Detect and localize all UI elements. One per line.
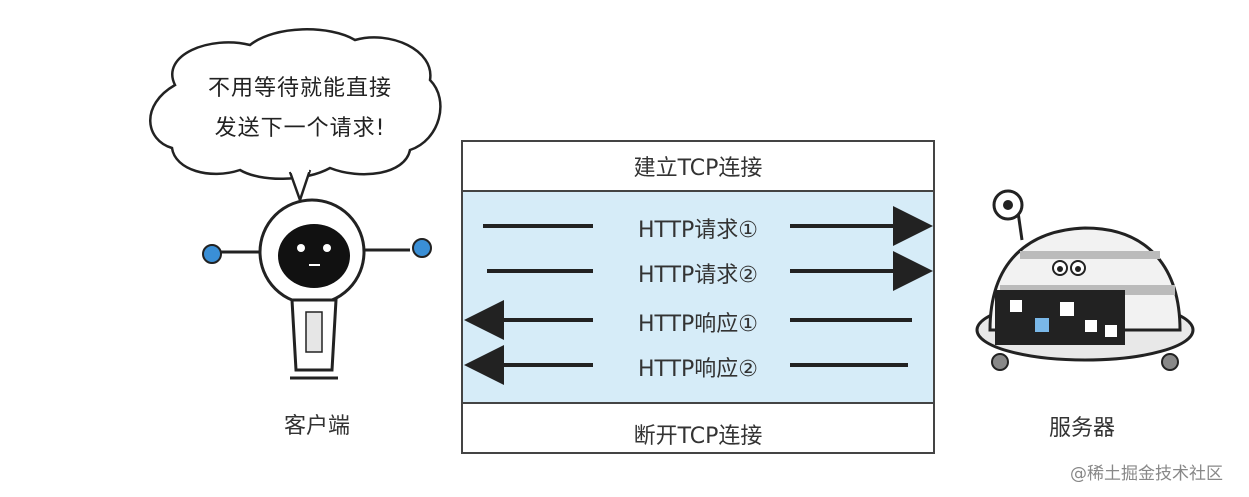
open-connection-label: 建立TCP连接 xyxy=(633,156,763,181)
request-2-label: HTTP请求② xyxy=(637,263,759,288)
request-1-label: HTTP请求① xyxy=(637,218,759,243)
close-connection-label: 断开TCP连接 xyxy=(633,424,763,449)
bubble-line-1: 不用等待就能直接 xyxy=(207,76,392,101)
server-label: 服务器 xyxy=(1048,416,1115,441)
client-robot-icon xyxy=(202,198,432,380)
bubble-line-2: 发送下一个请求! xyxy=(214,116,386,141)
response-2-label: HTTP响应② xyxy=(637,357,759,382)
speech-bubble xyxy=(149,28,442,204)
response-1-label: HTTP响应① xyxy=(637,312,759,337)
server-robot-icon xyxy=(975,189,1195,371)
watermark: @稀土掘金技术社区 xyxy=(1070,464,1223,484)
client-label: 客户端 xyxy=(283,414,350,439)
